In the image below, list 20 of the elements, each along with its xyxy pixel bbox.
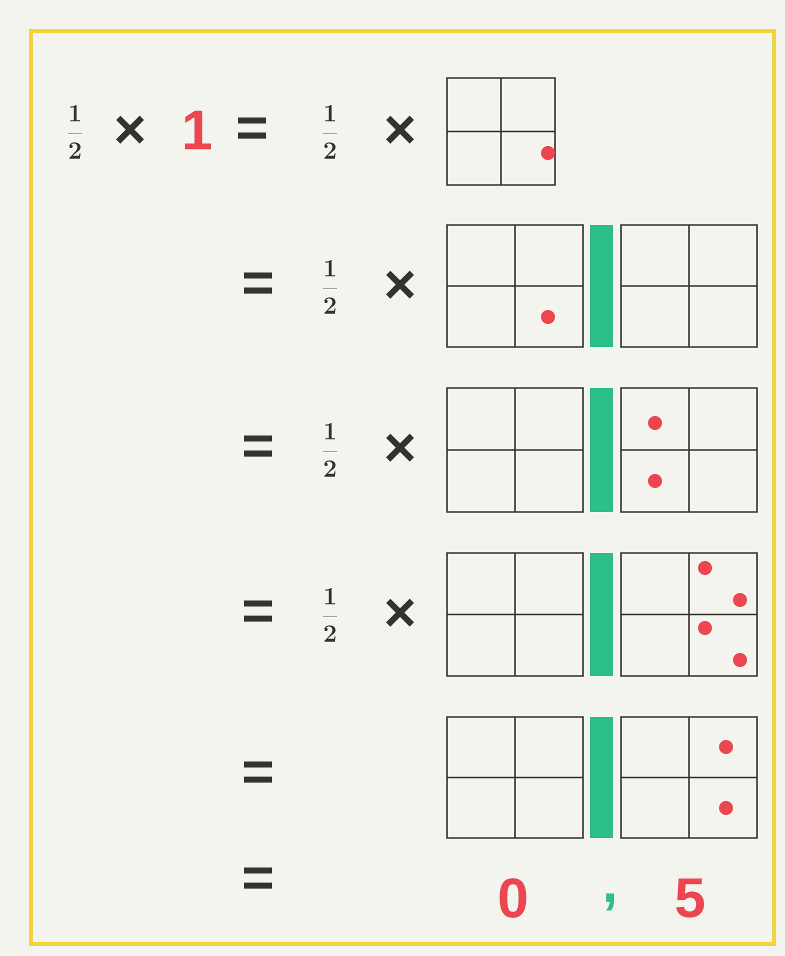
equals-sign: = (238, 117, 266, 139)
digit: 5 (676, 878, 704, 918)
times-sign: × (116, 116, 144, 144)
equals-sign: = (244, 761, 272, 783)
fraction: $\frac{1}{2}$ (323, 423, 337, 477)
times-sign: × (386, 116, 414, 144)
fraction: $\frac{1}{2}$ (68, 105, 82, 159)
fraction: $\frac{1}{2}$ (323, 588, 337, 642)
digit: 0 (500, 878, 526, 918)
fraction: $\frac{1}{2}$ (323, 105, 337, 159)
times-sign: × (386, 434, 414, 462)
number: 1 (184, 110, 212, 150)
fraction: $\frac{1}{2}$ (323, 260, 337, 314)
equals-sign: = (244, 272, 272, 294)
times-sign: × (386, 270, 414, 299)
equals-sign: = (244, 867, 272, 889)
times-sign: × (386, 598, 414, 627)
equals-sign: = (244, 600, 272, 622)
equals-sign: = (244, 435, 272, 457)
decimal-comma: , (606, 894, 614, 911)
